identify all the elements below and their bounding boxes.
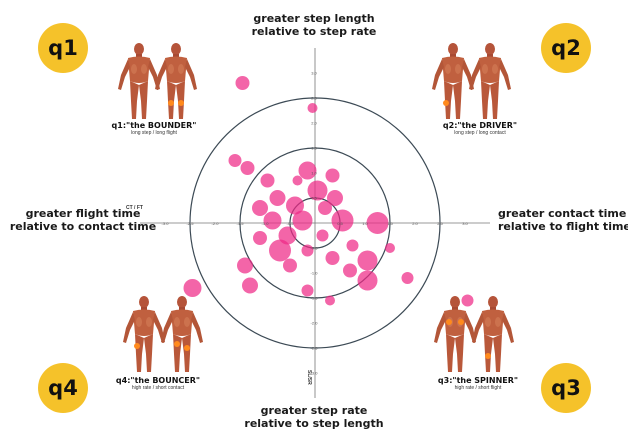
data-point-22 bbox=[269, 239, 291, 262]
data-point-8 bbox=[292, 175, 303, 186]
q2-badge: q2 bbox=[541, 23, 591, 73]
q4-badge: q4 bbox=[38, 363, 88, 413]
data-point-13 bbox=[318, 201, 332, 215]
x-tick-label-2: -2.5 bbox=[187, 221, 195, 226]
data-point-28 bbox=[283, 258, 297, 273]
data-point-1 bbox=[235, 76, 250, 90]
x-tick-label-5: -1.0 bbox=[262, 221, 270, 226]
right-caption-line1: greater contact time bbox=[498, 207, 627, 220]
data-point-5 bbox=[298, 161, 317, 180]
right-axis-caption: greater contact time relative to flight … bbox=[498, 207, 628, 233]
y-tick-label-5: 1.0 bbox=[311, 171, 317, 176]
data-point-11 bbox=[269, 190, 286, 206]
y-tick-label-10: -2.0 bbox=[311, 321, 319, 326]
data-point-29 bbox=[237, 257, 253, 274]
data-point-25 bbox=[301, 244, 314, 257]
data-point-21 bbox=[253, 231, 267, 245]
data-point-31 bbox=[401, 272, 414, 284]
q1-runner-back-icon bbox=[155, 43, 197, 119]
q4-title: q4:"the BOUNCER" bbox=[115, 376, 201, 385]
x-tick-label-3: -2.0 bbox=[212, 221, 220, 226]
q3-subtitle: high rate / short flight bbox=[454, 385, 502, 391]
x-tick-label-6: -0.5 bbox=[287, 221, 295, 226]
data-point-6 bbox=[325, 168, 340, 183]
y-tick-label-11: -2.5 bbox=[311, 346, 319, 351]
x-tick-label-12: 3.0 bbox=[462, 221, 468, 226]
data-point-10 bbox=[327, 190, 343, 206]
top-caption-line1: greater step length bbox=[253, 12, 375, 25]
data-point-16 bbox=[331, 209, 354, 232]
q3-runner-front-icon bbox=[434, 296, 476, 372]
y-tick-label-3: 2.0 bbox=[311, 121, 317, 126]
right-caption-line2: relative to flight time bbox=[498, 220, 628, 233]
y-tick-label-6: 0.5 bbox=[311, 196, 317, 201]
data-point-14 bbox=[252, 200, 268, 216]
y-tick-label-8: -1.0 bbox=[311, 271, 319, 276]
q1-subtitle: long step / long flight bbox=[131, 130, 177, 136]
bubbles-layer bbox=[183, 76, 474, 307]
y-tick-label-2: 2.5 bbox=[311, 96, 317, 101]
x-tick-label-1: -3.0 bbox=[162, 221, 170, 226]
x-tick-label-7: 0.5 bbox=[337, 221, 343, 226]
data-point-32 bbox=[357, 270, 378, 291]
q1-badge: q1 bbox=[38, 23, 88, 73]
data-point-18 bbox=[366, 212, 389, 234]
data-point-33 bbox=[242, 277, 258, 294]
y-tick-label-9: -1.5 bbox=[311, 296, 319, 301]
q2-runner-front-icon bbox=[432, 43, 474, 119]
q3-title: q3:"the SPINNER" bbox=[437, 376, 519, 385]
data-point-20 bbox=[316, 229, 329, 242]
bottom-axis-caption: greater step rate relative to step lengt… bbox=[214, 404, 414, 430]
q3-runner-back-icon bbox=[472, 296, 514, 372]
ticks-layer: -3.0 -2.5 -2.0 -1.5 -1.0 -0.5 0.5 1.0 1.5 2.0 2.5 3… bbox=[162, 71, 469, 376]
data-point-34 bbox=[183, 279, 202, 297]
data-point-36 bbox=[325, 295, 335, 306]
left-caption-line1: greater flight time bbox=[25, 207, 141, 220]
data-point-17 bbox=[292, 210, 313, 231]
y-tick-label-4: 1.5 bbox=[311, 146, 317, 151]
q4-runner-back-icon bbox=[161, 296, 203, 372]
q1-title: q1:"the BOUNDER" bbox=[111, 121, 197, 130]
x-tick-label-8: 1.0 bbox=[362, 221, 368, 226]
bottom-caption-line1: greater step rate bbox=[260, 404, 368, 417]
data-point-23 bbox=[346, 239, 359, 252]
data-point-27 bbox=[357, 250, 378, 271]
data-point-9 bbox=[307, 180, 328, 201]
data-point-15 bbox=[263, 211, 282, 230]
q2-title: q2:"the DRIVER" bbox=[442, 121, 518, 130]
top-caption-line2: relative to step rate bbox=[251, 25, 377, 38]
x-tick-label-4: -1.5 bbox=[237, 221, 245, 226]
y-tick-label-12: -3.0 bbox=[311, 371, 319, 376]
data-point-35 bbox=[301, 284, 314, 297]
data-point-7 bbox=[260, 173, 275, 188]
data-point-2 bbox=[307, 103, 318, 113]
left-axis-caption: greater flight time relative to contact … bbox=[4, 207, 162, 233]
x-axis-name: CT / FT bbox=[126, 205, 143, 211]
q3-badge: q3 bbox=[541, 363, 591, 413]
x-tick-label-11: 2.5 bbox=[437, 221, 443, 226]
x-tick-label-9: 1.5 bbox=[387, 221, 393, 226]
data-point-37 bbox=[461, 294, 474, 307]
x-tick-label-10: 2.0 bbox=[412, 221, 418, 226]
data-point-24 bbox=[385, 243, 395, 253]
data-point-26 bbox=[325, 251, 340, 265]
data-point-3 bbox=[228, 154, 242, 167]
q4-runner-front-icon bbox=[123, 296, 165, 372]
top-axis-caption: greater step length relative to step rat… bbox=[214, 12, 414, 38]
y-tick-label-1: 3.0 bbox=[311, 71, 317, 76]
data-point-30 bbox=[343, 263, 357, 278]
data-point-12 bbox=[286, 196, 304, 215]
y-tick-label-7: -0.5 bbox=[311, 246, 319, 251]
bottom-caption-line2: relative to step length bbox=[244, 417, 384, 430]
q4-subtitle: high rate / short contact bbox=[131, 385, 185, 391]
left-caption-line2: relative to contact time bbox=[9, 220, 157, 233]
q2-subtitle: long step / long contact bbox=[454, 130, 506, 136]
data-point-4 bbox=[240, 161, 255, 175]
